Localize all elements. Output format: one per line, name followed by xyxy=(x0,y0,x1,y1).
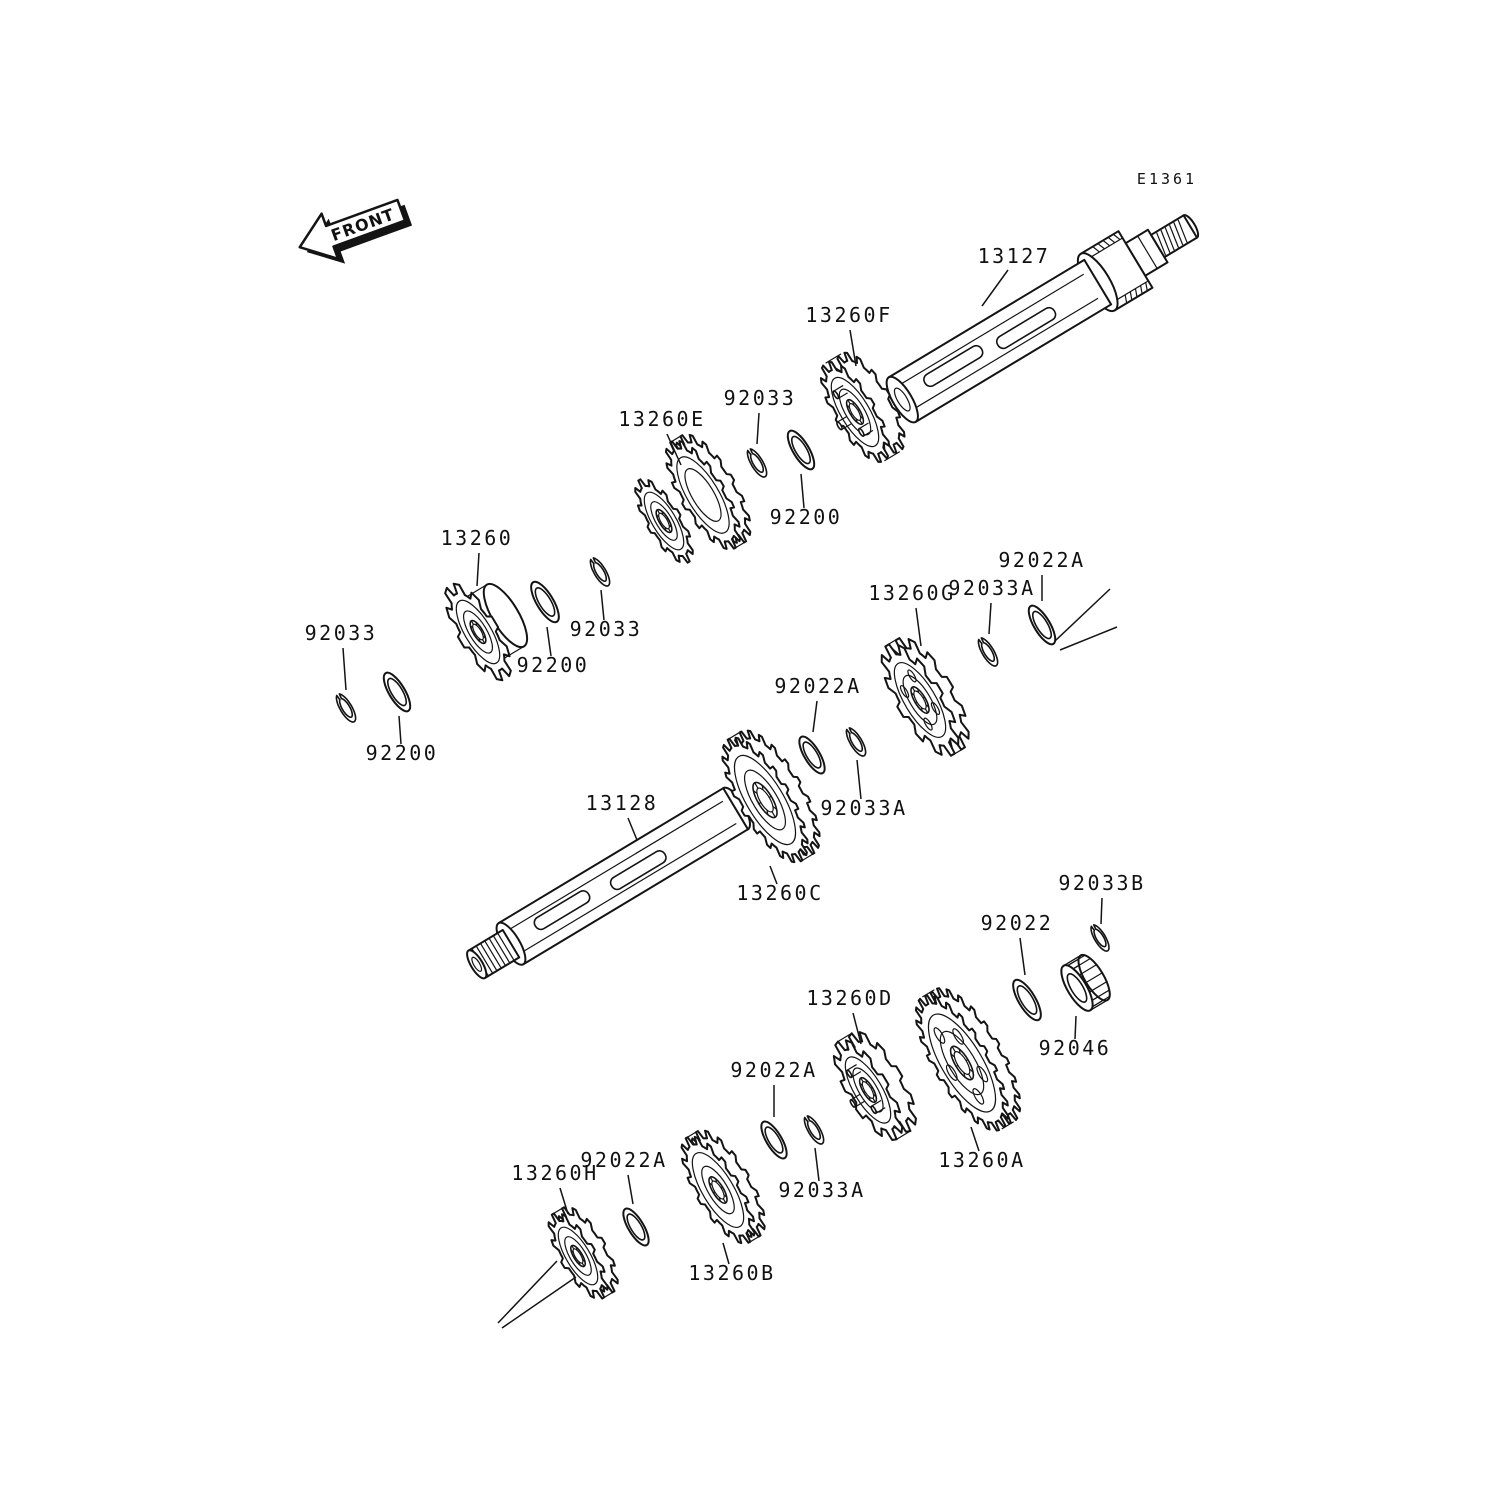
part-label-13127: 13127 xyxy=(978,244,1051,268)
part-label-92033-mid: 92033 xyxy=(570,617,643,641)
leader-92033A-mid xyxy=(856,759,862,800)
washer-92022A-1 xyxy=(1027,604,1057,646)
part-label-92022: 92022 xyxy=(981,911,1054,935)
part-label-13260C: 13260C xyxy=(736,881,823,905)
snap-ring-92033A-1 xyxy=(977,637,999,667)
leader-13260 xyxy=(476,552,480,587)
part-label-92033A-upper: 92033A xyxy=(948,576,1035,600)
part-label-13260B: 13260B xyxy=(688,1261,775,1285)
leader-92033-left xyxy=(342,647,347,691)
leader-92033A-upper xyxy=(988,602,992,635)
part-label-92046: 92046 xyxy=(1039,1036,1112,1060)
front-arrow-body xyxy=(298,198,407,261)
part-labels: 13127 13260F 92033 13260E 92200 13260 92… xyxy=(305,244,1145,1285)
part-label-13260E: 13260E xyxy=(618,407,705,431)
front-direction-arrow: FRONT xyxy=(298,198,413,264)
snap-ring-92033-3 xyxy=(335,693,357,723)
leader-13260E xyxy=(666,433,682,466)
leader-92022A-bottom-left xyxy=(627,1174,634,1205)
leader-92033B xyxy=(1100,897,1103,925)
leader-92200-mid xyxy=(546,626,552,657)
leader-92033A-bottom xyxy=(814,1147,820,1182)
part-label-92033-top: 92033 xyxy=(724,386,797,410)
part-label-92033A-mid: 92033A xyxy=(820,796,907,820)
gear-13260B xyxy=(680,1129,766,1245)
leader-13127 xyxy=(981,269,1009,307)
part-label-92033-left: 92033 xyxy=(305,621,378,645)
leader-92200-left xyxy=(398,715,402,745)
part-label-13260: 13260 xyxy=(441,526,514,550)
snap-ring-92033B xyxy=(1090,924,1110,952)
gear-13260E-rear xyxy=(664,433,752,550)
gear-13260E xyxy=(634,478,694,564)
washer-92022A-4 xyxy=(622,1207,650,1247)
part-label-13128: 13128 xyxy=(586,791,659,815)
part-label-92200-left: 92200 xyxy=(366,741,439,765)
leader-13128 xyxy=(627,817,638,841)
part-label-92022A-upper: 92022A xyxy=(998,548,1085,572)
leader-13260A xyxy=(970,1126,980,1152)
leader-lines xyxy=(342,269,1118,1329)
washer-92200-3 xyxy=(382,671,412,713)
pointer-upper-right-1 xyxy=(1054,588,1111,642)
snap-ring-92033A-3 xyxy=(803,1115,825,1145)
leader-13260H xyxy=(559,1187,569,1215)
leader-92022 xyxy=(1019,937,1026,976)
washer-92200-2 xyxy=(530,580,560,624)
gear-13260A xyxy=(914,987,1022,1132)
part-label-92022A-bottom-left: 92022A xyxy=(580,1148,667,1172)
gear-13260G xyxy=(880,637,970,757)
pointer-bottom-left-2 xyxy=(501,1276,577,1329)
part-label-13260H: 13260H xyxy=(511,1161,598,1185)
gear-13260F xyxy=(819,351,906,463)
needle-bearing-92046 xyxy=(1060,953,1111,1012)
figure-code: E1361 xyxy=(1137,170,1197,188)
part-label-13260F: 13260F xyxy=(805,303,892,327)
snap-ring-92033-1 xyxy=(746,448,768,478)
part-label-13260A: 13260A xyxy=(938,1148,1025,1172)
gear-13260C xyxy=(721,729,821,864)
leader-92033-mid xyxy=(600,589,605,621)
pointer-bottom-left-1 xyxy=(497,1260,558,1324)
part-label-92200-mid: 92200 xyxy=(517,653,590,677)
part-label-13260D: 13260D xyxy=(806,986,893,1010)
leader-13260G xyxy=(915,607,922,647)
pointer-upper-right-2 xyxy=(1059,626,1118,651)
part-label-92200-top: 92200 xyxy=(770,505,843,529)
washer-92022 xyxy=(1012,978,1042,1022)
leader-13260F xyxy=(849,329,857,367)
snap-ring-92033A-2 xyxy=(845,727,867,757)
leader-92022A-mid xyxy=(812,700,818,733)
washer-92200-1 xyxy=(786,429,816,471)
leader-92033-top xyxy=(756,412,760,445)
washer-92022A-3 xyxy=(760,1120,788,1160)
part-label-92033A-bottom: 92033A xyxy=(778,1178,865,1202)
parts-artwork xyxy=(335,214,1200,1300)
part-label-92022A-bottom-mid: 92022A xyxy=(730,1058,817,1082)
part-label-92022A-mid: 92022A xyxy=(774,674,861,698)
gear-13260H xyxy=(547,1206,619,1300)
leader-92200-top xyxy=(800,473,805,509)
part-label-92033B: 92033B xyxy=(1058,871,1145,895)
part-label-13260G: 13260G xyxy=(868,581,955,605)
input-shaft-13127 xyxy=(885,214,1200,424)
leader-92046 xyxy=(1074,1015,1077,1040)
washer-92022A-2 xyxy=(798,735,826,775)
leader-13260C xyxy=(769,865,778,885)
leader-13260D xyxy=(852,1012,862,1045)
output-shaft-13128 xyxy=(466,786,751,980)
gear-13260D xyxy=(832,1031,917,1141)
gear-13260 xyxy=(444,582,529,682)
leader-13260B xyxy=(722,1242,730,1265)
snap-ring-92033-2 xyxy=(589,557,611,587)
